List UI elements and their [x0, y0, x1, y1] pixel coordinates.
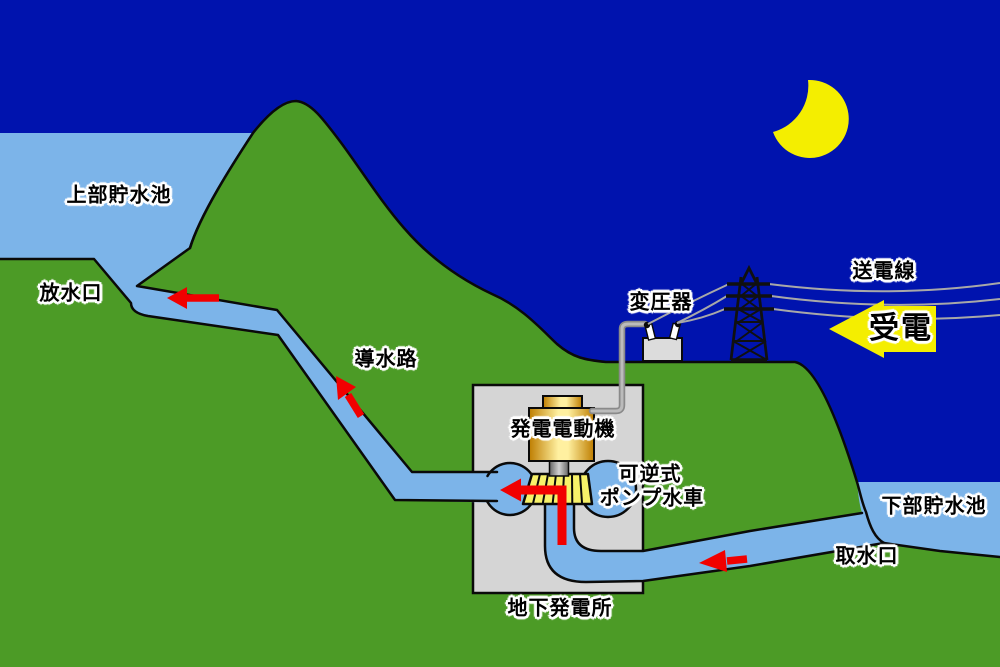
label-intake: 取水口 [835, 545, 899, 568]
penstock-pipe-water [545, 500, 643, 582]
generator-motor-machine [528, 395, 595, 462]
terrain-outline [188, 99, 886, 545]
receiving-power-arrow [829, 300, 936, 358]
flow-arrowhead [336, 376, 356, 400]
flow-arrowhead [699, 550, 727, 572]
upper-reservoir-water [0, 133, 506, 503]
pipe-outer-wall [543, 499, 1000, 584]
headrace-lower-wall [0, 257, 499, 503]
headrace-upper-wall [135, 131, 499, 474]
flow-arrows [167, 287, 748, 572]
label-outlet: 放水口 [39, 282, 103, 305]
crescent-moon-icon [773, 79, 849, 158]
label-generator-motor: 発電電動機 [510, 418, 616, 441]
transmission-tower-icon [724, 264, 774, 362]
label-lower-reservoir: 下部貯水池 [881, 495, 987, 518]
label-pump-turbine-line2: ポンプ水車 [599, 487, 705, 510]
label-transmission-line: 送電線 [852, 260, 916, 283]
power-cable [588, 320, 649, 415]
pipe-inner-wall [572, 500, 864, 553]
transformer [642, 320, 683, 362]
flow-arrowhead [500, 478, 521, 502]
flow-arrowhead [167, 287, 187, 309]
label-underground-plant: 地下発電所 [507, 597, 613, 620]
label-upper-reservoir: 上部貯水池 [66, 184, 172, 207]
label-pump-turbine-line1: 可逆式 [618, 463, 682, 486]
label-headrace: 導水路 [354, 348, 418, 371]
label-receiving: 受電 [869, 311, 933, 345]
lower-reservoir-water [643, 482, 1000, 581]
label-transformer: 変圧器 [629, 291, 693, 314]
